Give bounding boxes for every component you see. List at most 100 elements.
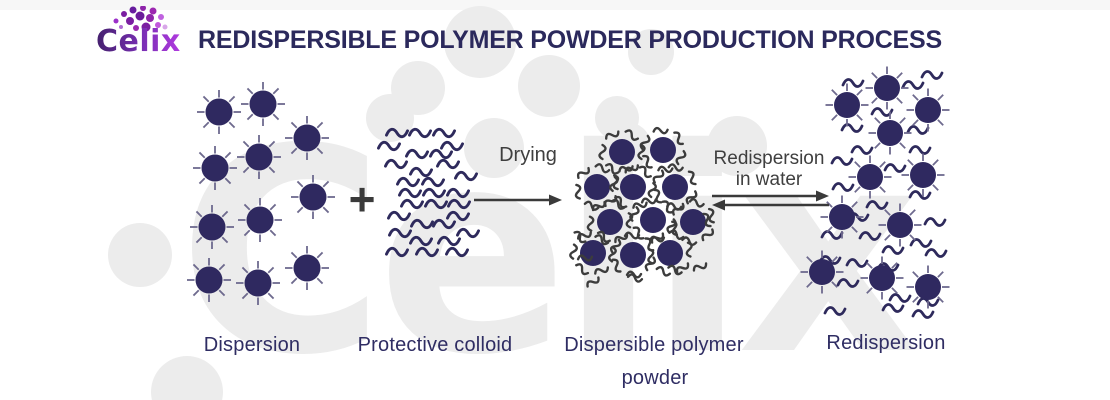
polymer-particle — [237, 135, 281, 179]
stage-label-protective-colloid: Protective colloid — [357, 334, 513, 356]
colloid-tilde-icon — [421, 176, 445, 188]
logo-dot — [140, 6, 146, 11]
colloid-squiggle-icon — [685, 241, 693, 258]
drying-arrow-icon — [474, 194, 562, 206]
logo-dot — [158, 14, 164, 20]
logo-dot — [129, 6, 137, 14]
colloid-squiggle-icon — [610, 198, 626, 210]
polymer-particle — [878, 203, 922, 247]
colloid-tilde-icon — [415, 246, 439, 258]
coated-powder-particle — [639, 126, 687, 174]
colloid-squiggle-icon — [702, 212, 712, 228]
colloid-squiggle-icon — [574, 183, 582, 200]
logo-dot — [162, 24, 168, 30]
colloid-squiggle-icon — [576, 166, 590, 180]
colloid-squiggle-icon — [575, 263, 590, 276]
logo-dot — [141, 22, 151, 32]
colloid-squiggle-icon — [629, 206, 640, 222]
colloid-squiggle-icon — [681, 236, 698, 246]
colloid-squiggle-icon — [569, 243, 578, 260]
stage-label-redispersion: Redispersion — [826, 332, 946, 354]
colloid-squiggle-icon — [647, 248, 655, 265]
colloid-squiggle-icon — [692, 262, 708, 272]
colloid-squiggle-icon — [611, 258, 622, 273]
colloid-squiggle-icon — [661, 200, 674, 214]
water-tilde-icon — [908, 145, 932, 155]
water-tilde-icon — [831, 182, 855, 192]
colloid-squiggle-icon — [576, 254, 594, 262]
logo-dot — [149, 7, 157, 15]
colloid-squiggle-icon — [604, 163, 620, 175]
colloid-squiggle-icon — [586, 276, 600, 288]
stage-label-dispersion: Dispersion — [203, 334, 301, 356]
colloid-tilde-icon — [432, 218, 456, 230]
colloid-squiggle-icon — [675, 149, 687, 166]
colloid-squiggle-icon — [667, 264, 683, 276]
logo-dot — [119, 25, 123, 29]
redispersion-in-water-label-line1: Redispersion — [713, 148, 825, 169]
plus-operator: + — [348, 173, 376, 225]
stage-label-dispersible-polymer-line2: powder — [621, 367, 689, 389]
water-tilde-icon — [836, 278, 860, 288]
colloid-squiggle-icon — [609, 175, 619, 193]
water-tilde-icon — [883, 163, 907, 173]
polymer-particle — [238, 198, 282, 242]
colloid-squiggle-icon — [668, 229, 685, 241]
polymer-particle — [193, 146, 237, 190]
water-tilde-icon — [923, 217, 947, 227]
colloid-tilde-icon — [446, 187, 470, 199]
colloid-squiggle-icon — [632, 226, 645, 240]
celix-logo[interactable]: Celix — [96, 6, 206, 64]
colloid-squiggle-icon — [624, 129, 640, 141]
colloid-squiggle-icon — [626, 273, 644, 283]
colloid-squiggle-icon — [583, 200, 600, 211]
colloid-squiggle-icon — [604, 130, 620, 140]
colloid-squiggle-icon — [576, 231, 592, 240]
colloid-tilde-icon — [410, 218, 434, 230]
coated-powder-particle — [586, 198, 634, 246]
colloid-tilde-icon — [409, 166, 433, 178]
polymer-particle — [236, 261, 280, 305]
colloid-squiggle-icon — [608, 246, 617, 263]
colloid-squiggle-icon — [591, 200, 606, 212]
water-tilde-icon — [901, 80, 925, 90]
colloid-tilde-icon — [424, 198, 448, 210]
colloid-squiggle-icon — [640, 197, 657, 205]
colloid-squiggle-icon — [652, 126, 669, 135]
colloid-squiggle-icon — [594, 234, 610, 246]
colloid-squiggle-icon — [673, 131, 684, 146]
colloid-tilde-icon — [388, 227, 412, 239]
colloid-squiggle-icon — [573, 230, 587, 244]
drying-label: Drying — [499, 144, 557, 166]
colloid-tilde-icon — [447, 198, 471, 210]
colloid-squiggle-icon — [675, 262, 690, 274]
polymer-particle — [241, 82, 285, 126]
colloid-tilde-icon — [446, 210, 470, 222]
polymer-particle — [825, 83, 869, 127]
polymer-particle — [291, 175, 335, 219]
protective-colloid-cluster — [377, 127, 480, 258]
logo-dot — [135, 11, 145, 21]
polymer-particle — [906, 88, 950, 132]
water-tilde-icon — [870, 107, 894, 117]
colloid-squiggle-icon — [594, 163, 611, 174]
water-tilde-icon — [881, 245, 905, 255]
colloid-tilde-icon — [437, 235, 461, 247]
coated-powder-particle — [569, 230, 617, 276]
celix-watermark-text: Celix — [178, 88, 919, 400]
polymer-particle — [820, 195, 864, 239]
colloid-tilde-icon — [385, 246, 409, 258]
colloid-tilde-icon — [396, 176, 420, 188]
redispersion-cluster — [800, 66, 950, 319]
water-tilde-icon — [820, 230, 844, 240]
polymer-particle — [868, 111, 912, 155]
page-title: REDISPERSIBLE POLYMER POWDER PRODUCTION … — [198, 26, 942, 54]
water-tilde-icon — [823, 306, 847, 316]
water-tilde-icon — [830, 156, 854, 166]
coated-powder-particle — [609, 165, 657, 209]
water-tilde-icon — [924, 248, 948, 258]
colloid-tilde-icon — [400, 198, 424, 210]
polymer-particle — [865, 66, 909, 110]
polymer-powder-cluster — [569, 126, 715, 288]
logo-dot — [155, 22, 161, 28]
